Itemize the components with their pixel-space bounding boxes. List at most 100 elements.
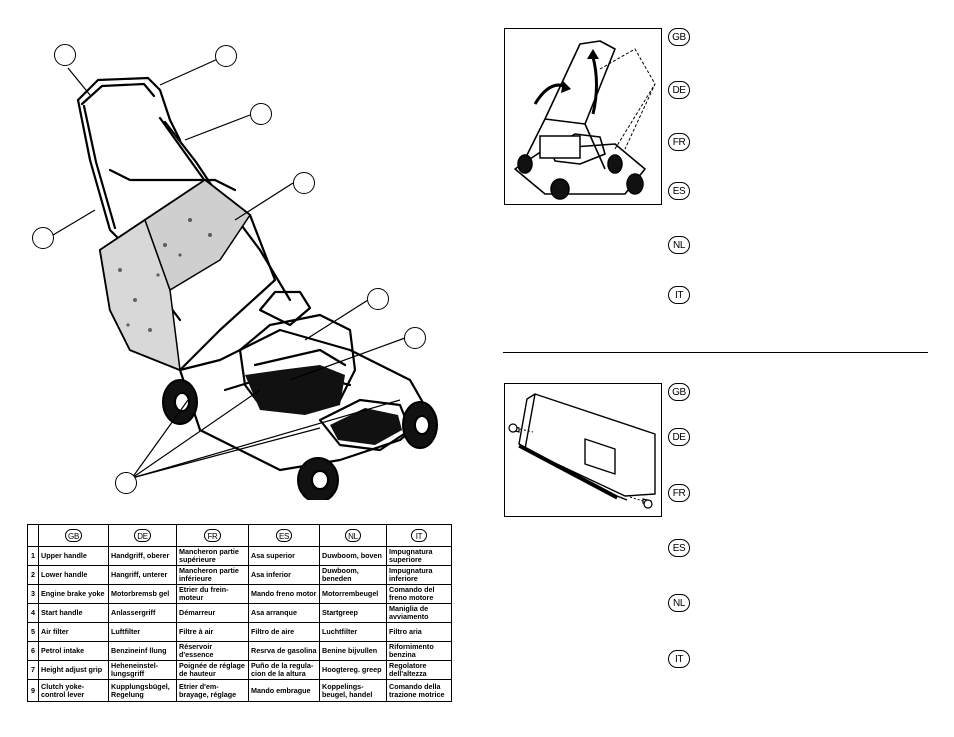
row-number: 3 [27, 584, 39, 604]
cell-gb: Clutch yoke-control lever [38, 679, 109, 702]
cell-nl: Hoogtereg. greep [319, 660, 387, 680]
cell-nl: Duwboom, boven [319, 546, 387, 566]
table-row: 1 Upper handle Handgriff, oberer Mancher… [27, 546, 452, 566]
language-badge-es: ES [668, 182, 690, 200]
table-header-row: GB DE FR ES NL IT [27, 524, 452, 547]
row-number: 5 [27, 622, 39, 642]
language-badge-gb: GB [668, 28, 690, 46]
row-number: 6 [27, 641, 39, 661]
cell-fr: Poignée de réglage de hauteur [176, 660, 249, 680]
cell-fr: Réservoir d'essence [176, 641, 249, 661]
callout-marker [115, 472, 137, 494]
parts-table: GB DE FR ES NL IT 1 Upper handle Handgri… [27, 524, 452, 702]
language-badge-nl: NL [668, 594, 690, 612]
callout-marker [215, 45, 237, 67]
callout-marker [367, 288, 389, 310]
cell-de: Benzineinf llung [108, 641, 177, 661]
language-badge-fr: FR [668, 133, 690, 151]
language-badge-gb: GB [65, 529, 82, 542]
cell-es: Filtro de aire [248, 622, 320, 642]
language-badge-it: IT [411, 529, 427, 542]
cell-es: Puño de la regula-cion de la altura [248, 660, 320, 680]
cell-de: Hangriff, unterer [108, 565, 177, 585]
language-badge-it: IT [668, 286, 690, 304]
table-row: 4 Start handle Anlassergriff Démarreur A… [27, 603, 452, 623]
cell-es: Asa inferior [248, 565, 320, 585]
cell-gb: Air filter [38, 622, 109, 642]
cell-fr: Mancheron partie supérieure [176, 546, 249, 566]
cell-nl: Startgreep [319, 603, 387, 623]
cell-it: Impugnatura superiore [386, 546, 452, 566]
cell-it: Impugnatura inferiore [386, 565, 452, 585]
language-badge-it: IT [668, 650, 690, 668]
cell-gb: Upper handle [38, 546, 109, 566]
cell-es: Asa superior [248, 546, 320, 566]
language-badge-gb: GB [668, 383, 690, 401]
cell-it: Rifornimento benzina [386, 641, 452, 661]
language-badge-fr: FR [668, 484, 690, 502]
cell-gb: Height adjust grip [38, 660, 109, 680]
cell-it: Maniglia de avviamento [386, 603, 452, 623]
callout-marker [32, 227, 54, 249]
cell-de: Kupplungsbügel, Regelung [108, 679, 177, 702]
row-number: 4 [27, 603, 39, 623]
table-row: 6 Petrol intake Benzineinf llung Réservo… [27, 641, 452, 661]
language-badge-de: DE [668, 81, 690, 99]
cell-es: Mando embrague [248, 679, 320, 702]
callout-marker [250, 103, 272, 125]
cell-es: Asa arranque [248, 603, 320, 623]
cell-nl: Motorrembeugel [319, 584, 387, 604]
table-row: 2 Lower handle Hangriff, unterer Mancher… [27, 565, 452, 585]
header-nl: NL [319, 524, 387, 547]
cell-gb: Engine brake yoke [38, 584, 109, 604]
cell-gb: Start handle [38, 603, 109, 623]
cell-fr: Etrier d'em-brayage, réglage [176, 679, 249, 702]
cell-nl: Koppelings-beugel, handel [319, 679, 387, 702]
row-number: 7 [27, 660, 39, 680]
cell-de: Handgriff, oberer [108, 546, 177, 566]
deflector-mount-figure [504, 383, 662, 517]
cell-es: Resrva de gasolina [248, 641, 320, 661]
callout-marker [54, 44, 76, 66]
header-gb: GB [38, 524, 109, 547]
cell-fr: Etrier du frein-moteur [176, 584, 249, 604]
header-es: ES [248, 524, 320, 547]
cell-de: Motorbremsb gel [108, 584, 177, 604]
cell-nl: Duwboom, beneden [319, 565, 387, 585]
cell-nl: Luchtfilter [319, 622, 387, 642]
table-row: 9 Clutch yoke-control lever Kupplungsbüg… [27, 679, 452, 702]
header-de: DE [108, 524, 177, 547]
language-badge-de: DE [134, 529, 151, 542]
cell-fr: Mancheron partie inférieure [176, 565, 249, 585]
callout-marker [404, 327, 426, 349]
row-number: 1 [27, 546, 39, 566]
cell-de: Anlassergriff [108, 603, 177, 623]
language-badge-nl: NL [345, 529, 361, 542]
language-badge-de: DE [668, 428, 690, 446]
language-badge-nl: NL [668, 236, 690, 254]
handle-unfold-illustration [514, 40, 656, 200]
cell-de: Heheneinstel-lungsgriff [108, 660, 177, 680]
cell-it: Comando della trazione motrice [386, 679, 452, 702]
cell-fr: Filtre à air [176, 622, 249, 642]
row-number: 9 [27, 679, 39, 702]
header-corner [27, 524, 39, 547]
callout-marker [293, 172, 315, 194]
cell-it: Regolatore dell'altezza [386, 660, 452, 680]
language-badge-es: ES [668, 539, 690, 557]
cell-gb: Petrol intake [38, 641, 109, 661]
cell-fr: Démarreur [176, 603, 249, 623]
lawn-mower-illustration [52, 57, 438, 500]
section-divider [503, 352, 928, 353]
table-row: 5 Air filter Luftfilter Filtre à air Fil… [27, 622, 452, 642]
table-row: 7 Height adjust grip Heheneinstel-lungsg… [27, 660, 452, 680]
handle-unfold-figure [504, 28, 662, 205]
cell-it: Comando del freno motore [386, 584, 452, 604]
cell-nl: Benine bijvullen [319, 641, 387, 661]
language-badge-es: ES [275, 529, 293, 542]
header-it: IT [386, 524, 452, 547]
cell-es: Mando freno motor [248, 584, 320, 604]
cell-it: Filtro aria [386, 622, 452, 642]
header-fr: FR [176, 524, 249, 547]
table-row: 3 Engine brake yoke Motorbremsb gel Etri… [27, 584, 452, 604]
